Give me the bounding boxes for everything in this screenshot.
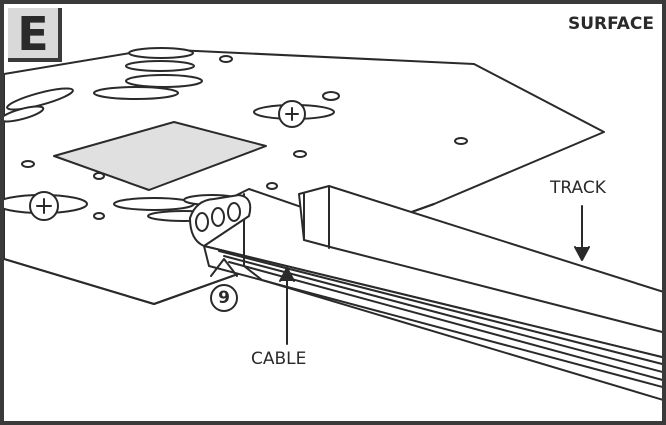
track-arrowhead	[574, 246, 590, 261]
part-9-pointer	[210, 258, 238, 277]
installation-illustration	[4, 47, 662, 401]
track-callout-label: TRACK	[550, 178, 606, 198]
track-groove-1	[218, 250, 662, 365]
cable-arrowhead	[279, 267, 295, 282]
cable-callout-label: CABLE	[251, 349, 307, 369]
step-letter: E	[17, 7, 49, 61]
screw-upper	[253, 100, 335, 128]
track-groove-3	[228, 261, 662, 381]
part-number-callout: 9	[210, 284, 238, 312]
part-number: 9	[218, 288, 230, 308]
track-bracket	[243, 193, 662, 401]
center-square	[53, 121, 267, 191]
cable-channel-lip	[303, 185, 330, 249]
plate-holes	[21, 55, 468, 220]
step-letter-box: E	[8, 7, 62, 62]
mount-type-label: SURFACE	[567, 14, 654, 34]
screw-left	[4, 191, 88, 221]
track-groove-2	[223, 255, 662, 373]
